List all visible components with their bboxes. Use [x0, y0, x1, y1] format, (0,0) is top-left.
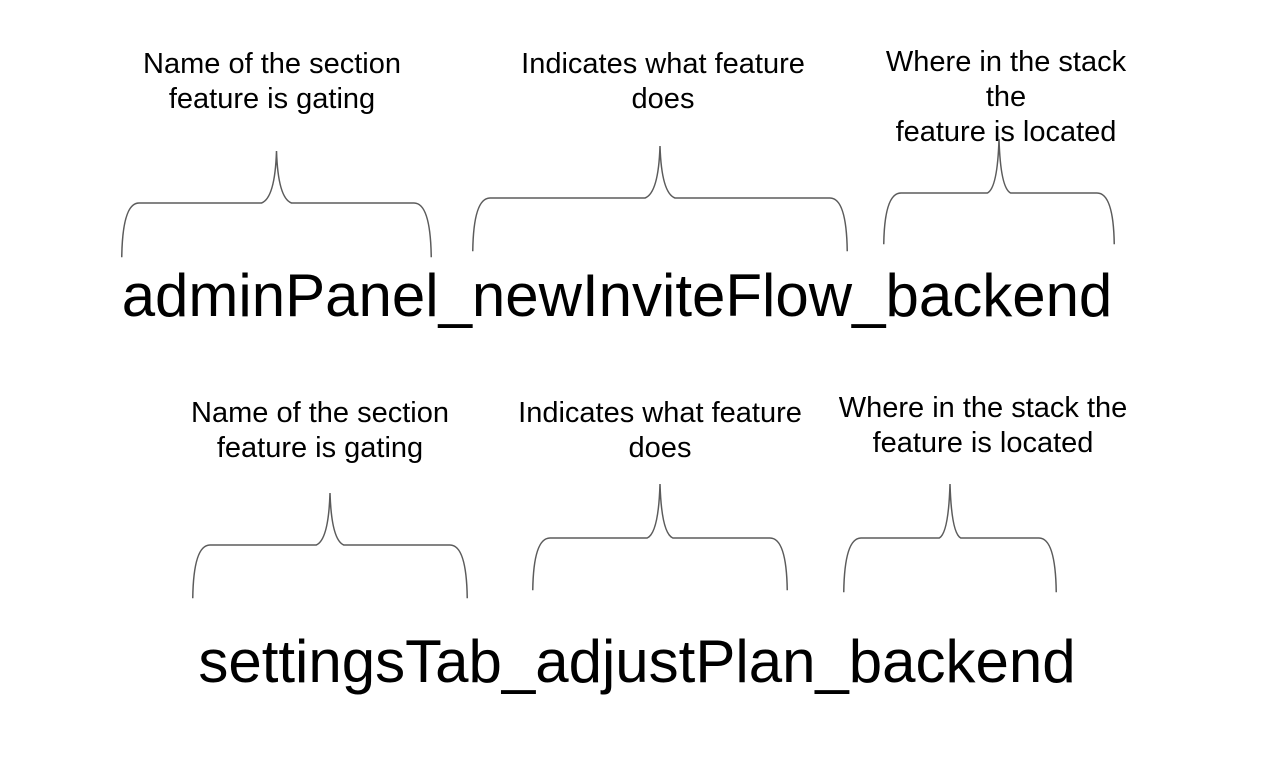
- brace-icon: [883, 138, 1115, 245]
- brace-icon: [472, 145, 848, 252]
- flag-name: adminPanel_newInviteFlow_backend: [121, 262, 1113, 329]
- annotation-label-feature-purpose: Indicates what feature does: [518, 397, 802, 464]
- brace-icon: [532, 483, 788, 591]
- brace-icon: [843, 483, 1057, 593]
- annotation-label-section-name: Name of the section feature is gating: [191, 397, 449, 464]
- flag-name: settingsTab_adjustPlan_backend: [198, 628, 1076, 695]
- annotation-label-feature-purpose: Indicates what feature does: [521, 48, 805, 115]
- annotation-label-section-name: Name of the section feature is gating: [143, 48, 401, 115]
- brace-icon: [192, 492, 468, 599]
- annotation-label-stack-location: Where in the stack the feature is locate…: [838, 392, 1128, 459]
- annotation-label-stack-location: Where in the stack the feature is locate…: [885, 46, 1127, 148]
- brace-icon: [121, 150, 432, 258]
